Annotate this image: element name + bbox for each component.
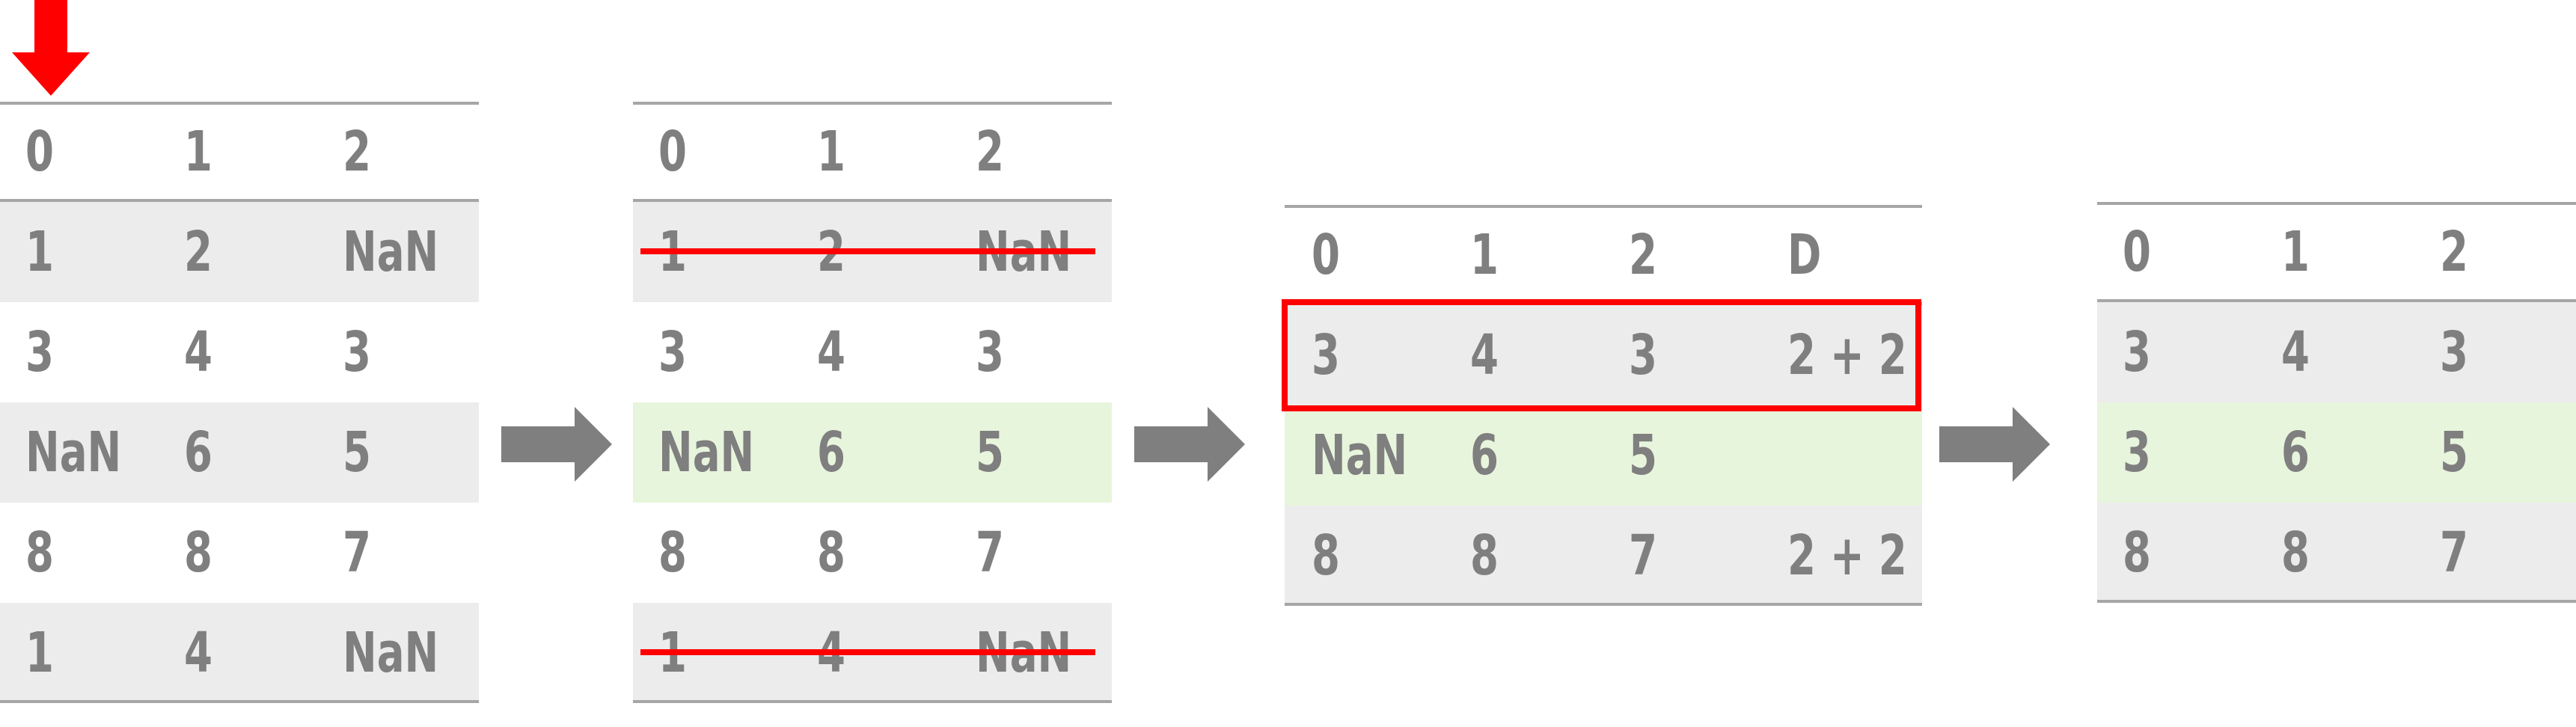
table-cell: 2 xyxy=(184,220,212,284)
table-rule xyxy=(633,102,1112,105)
table-cell: 2 xyxy=(2440,220,2468,284)
table-row: NaN 6 5 xyxy=(633,402,1112,503)
table-cell: 4 xyxy=(2281,320,2310,384)
table-cell: 7 xyxy=(2440,521,2468,585)
table-row: NaN 6 5 xyxy=(1285,405,1922,506)
table-cell: NaN xyxy=(1312,423,1408,488)
table-cell: 6 xyxy=(817,420,845,485)
table-add-column-d: 0 1 2 D 3 4 3 2 + 2 NaN 6 5 8 8 7 2 + 2 xyxy=(1282,205,1922,606)
table-row: 3 4 3 xyxy=(2097,302,2576,402)
down-arrow-icon xyxy=(12,0,90,96)
table-cell: 0 xyxy=(658,120,687,184)
highlight-box xyxy=(1282,299,1921,411)
table-row: 1 4 NaN xyxy=(0,603,479,703)
table-cell: 8 xyxy=(817,521,845,585)
table-cell: 3 xyxy=(2123,320,2151,384)
table-cell: 8 xyxy=(25,521,54,585)
table-cell: 4 xyxy=(184,320,212,384)
table-rule xyxy=(0,700,479,703)
table-cell: 2 xyxy=(1629,223,1657,287)
table-cell: 8 xyxy=(1312,524,1340,588)
table-row: 8 8 7 xyxy=(0,503,479,603)
table-cell: 7 xyxy=(976,521,1004,585)
table-cell: 0 xyxy=(2123,220,2151,284)
table-cell: 4 xyxy=(1470,323,1499,387)
table-cell: 5 xyxy=(1629,423,1657,488)
table-row: 3 4 3 xyxy=(0,302,479,402)
table-rule xyxy=(0,102,479,105)
table-cell: 3 xyxy=(343,320,371,384)
table-cell: 7 xyxy=(343,521,371,585)
table-cell: 4 xyxy=(184,621,212,685)
table-rule xyxy=(633,700,1112,703)
table-cell: 3 xyxy=(2440,320,2468,384)
table-cell: 2 + 2 xyxy=(1787,323,1907,387)
strikethrough-line xyxy=(640,248,1095,254)
table-rule xyxy=(1285,205,1922,208)
table-cell: NaN xyxy=(658,420,755,485)
right-arrow-icon xyxy=(501,407,612,482)
table-filled-result: 0 1 2 3 4 3 3 6 5 8 8 7 xyxy=(2097,202,2576,603)
table-cell: 6 xyxy=(2281,420,2310,485)
table-header-row: 0 1 2 xyxy=(0,102,479,202)
table-cell: 8 xyxy=(658,521,687,585)
table-cell: 3 xyxy=(658,320,687,384)
table-header-row: 0 1 2 xyxy=(2097,202,2576,302)
right-arrow-icon xyxy=(1134,407,1245,482)
table-cell: NaN xyxy=(343,220,439,284)
table-row: 8 8 7 xyxy=(633,503,1112,603)
table-cell: D xyxy=(1787,223,1822,287)
table-cell: 3 xyxy=(2123,420,2151,485)
table-cell: 3 xyxy=(1312,323,1340,387)
table-cell: 3 xyxy=(1629,323,1657,387)
table-row: 8 8 7 xyxy=(2097,503,2576,603)
table-cell: 3 xyxy=(25,320,54,384)
table-cell: 5 xyxy=(976,420,1004,485)
table-cell: 8 xyxy=(2123,521,2151,585)
table-cell: 1 xyxy=(25,220,54,284)
table-header-row: 0 1 2 D xyxy=(1285,205,1922,305)
table-cell: 1 xyxy=(25,621,54,685)
table-cell: 5 xyxy=(343,420,371,485)
table-rule xyxy=(0,199,479,202)
table-row: 1 2 NaN xyxy=(0,202,479,302)
table-cell: 1 xyxy=(817,120,845,184)
table-row: 3 4 3 2 + 2 xyxy=(1285,305,1922,405)
table-cell: 2 + 2 xyxy=(1787,524,1907,588)
table-cell: 6 xyxy=(184,420,212,485)
table-rule xyxy=(2097,600,2576,603)
table-cell: 7 xyxy=(1629,524,1657,588)
table-cell: 8 xyxy=(1470,524,1499,588)
table-row: 3 4 3 xyxy=(633,302,1112,402)
table-row: NaN 6 5 xyxy=(0,402,479,503)
table-rule xyxy=(1285,603,1922,606)
table-cell: 5 xyxy=(2440,420,2468,485)
right-arrow-icon xyxy=(1939,407,2050,482)
table-rule xyxy=(2097,299,2576,302)
table-rule xyxy=(633,199,1112,202)
table-cell: 3 xyxy=(976,320,1004,384)
table-cell: 1 xyxy=(184,120,212,184)
table-rule xyxy=(2097,202,2576,205)
table-cell: 6 xyxy=(1470,423,1499,488)
table-header-row: 0 1 2 xyxy=(633,102,1112,202)
table-cell: 1 xyxy=(1470,223,1499,287)
table-cell: 8 xyxy=(2281,521,2310,585)
table-cell: 2 xyxy=(343,120,371,184)
table-cell: NaN xyxy=(25,420,122,485)
table-row: 3 6 5 xyxy=(2097,402,2576,503)
table-cell: 2 xyxy=(976,120,1004,184)
table-cell: 8 xyxy=(184,521,212,585)
strikethrough-line xyxy=(640,649,1095,655)
table-cell: NaN xyxy=(343,621,439,685)
table-cell: 1 xyxy=(2281,220,2310,284)
table-cell: 4 xyxy=(817,320,845,384)
table-cell: 0 xyxy=(1312,223,1340,287)
table-cell: 0 xyxy=(25,120,54,184)
table-row: 8 8 7 2 + 2 xyxy=(1285,506,1922,606)
